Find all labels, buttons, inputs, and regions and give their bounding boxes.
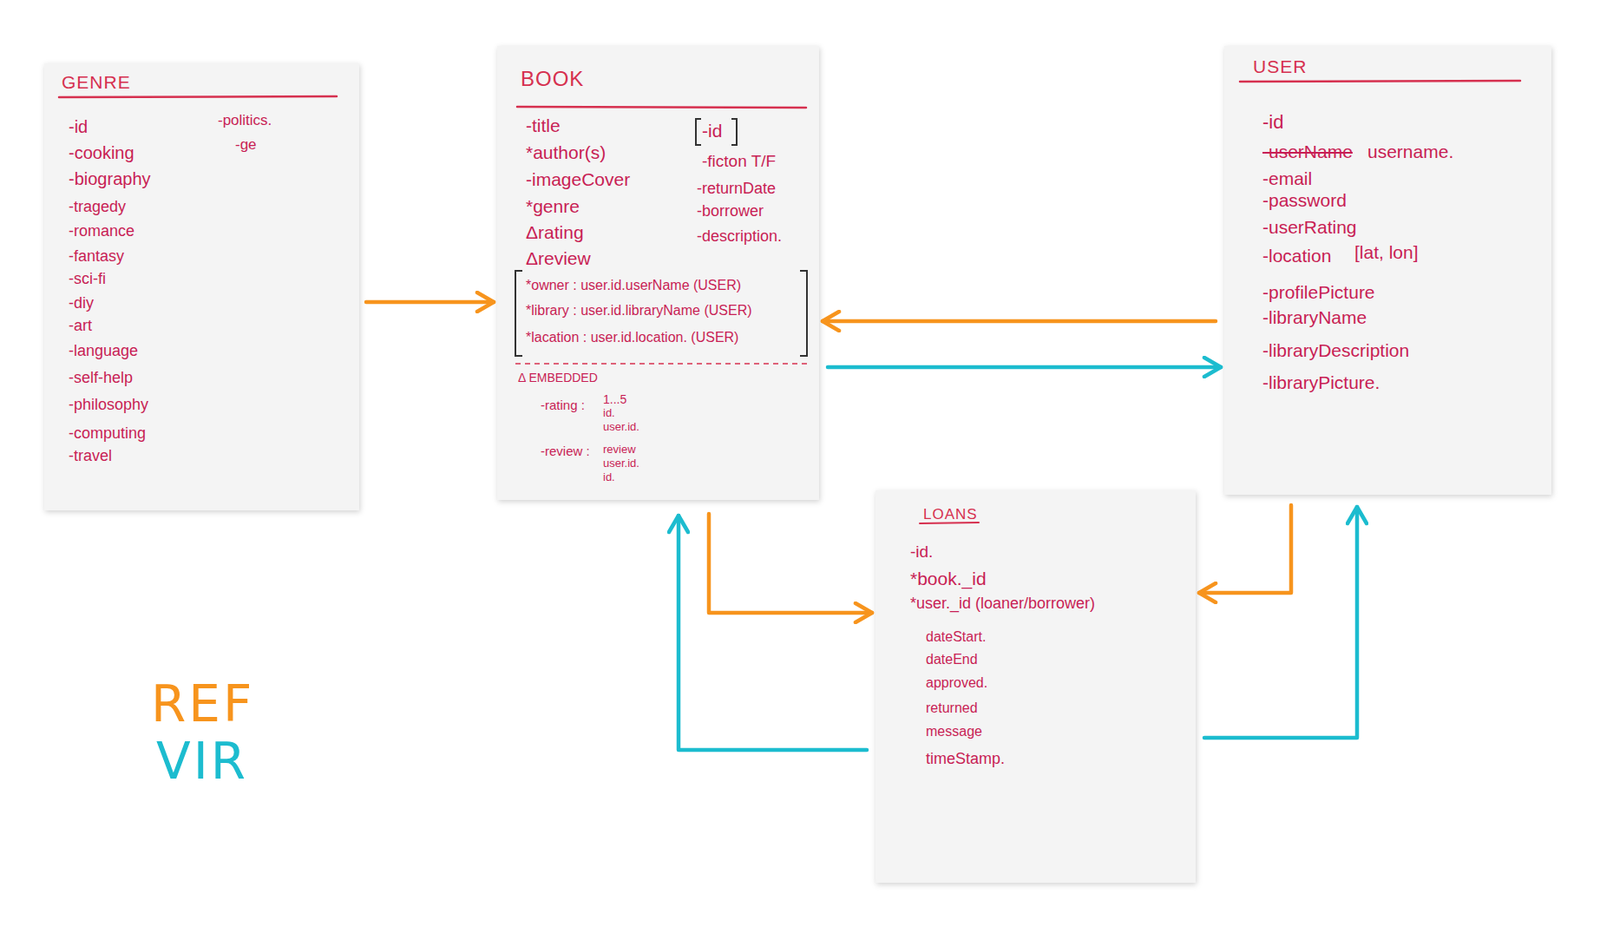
field-text: -travel: [68, 446, 112, 466]
field-text: -self-help: [68, 368, 133, 387]
connector-arrow: [822, 319, 1216, 324]
field-text: -borrower: [696, 202, 764, 221]
paper-sheet: [875, 490, 1196, 883]
field-text: -diy: [68, 294, 94, 313]
field-text: Δrating: [525, 222, 584, 243]
field-text: dateStart.: [925, 629, 986, 645]
sheet-title: USER: [1252, 56, 1307, 78]
group-bracket: [800, 270, 807, 356]
legend-entry: VIR: [156, 735, 249, 787]
field-text: review: [603, 443, 637, 457]
field-text: *user._id (loaner/borrower): [910, 594, 1096, 613]
field-text: approved.: [925, 675, 988, 691]
field-text: -userRating: [1262, 216, 1358, 238]
id-bracket: [695, 118, 702, 145]
connector-arrow: [678, 515, 867, 750]
field-text: id.: [603, 406, 616, 420]
field-text: -imageCover: [525, 169, 630, 191]
legend-text: REF: [150, 674, 255, 734]
field-text: -id: [701, 120, 722, 142]
field-text: -language: [68, 341, 138, 361]
paper-sheet: [1224, 45, 1552, 495]
connector-arrow: [708, 513, 873, 613]
field-text: -location: [1262, 245, 1332, 267]
field-text: [lat, lon]: [1354, 242, 1419, 263]
field-text: user.id.: [603, 457, 640, 471]
field-text: -password: [1262, 190, 1347, 211]
connector-arrow: [1199, 504, 1292, 593]
heading-underline: [1239, 80, 1521, 82]
field-text: -review :: [540, 443, 591, 459]
connector-arrow: [827, 365, 1221, 370]
field-text: -sci-fi: [68, 269, 106, 289]
field-text: -romance: [68, 222, 135, 241]
connector-arrow: [1204, 506, 1358, 738]
paper-sheet: [44, 63, 360, 511]
field-text: -politics.: [217, 111, 272, 130]
field-text: -libraryName: [1262, 307, 1367, 328]
field-text: -title: [525, 115, 561, 137]
field-text: -cooking: [68, 143, 135, 164]
field-text: -profilePicture: [1262, 281, 1376, 303]
field-text: *author(s): [525, 142, 606, 164]
field-text: username.: [1367, 141, 1454, 163]
field-text: -id.: [910, 542, 933, 562]
field-text: returned: [925, 700, 978, 716]
sheet-title: GENRE: [61, 72, 132, 93]
connector-arrow: [366, 300, 494, 305]
id-bracket: [731, 118, 737, 145]
field-text: -description.: [696, 227, 782, 246]
field-text: Δreview: [525, 248, 591, 269]
field-text: id.: [603, 471, 616, 485]
field-text: timeStamp.: [925, 749, 1005, 768]
field-text: -returnDate: [696, 179, 776, 198]
paper-sheet: [497, 45, 820, 500]
field-text: -libraryPicture.: [1262, 372, 1380, 394]
field-text: -userName: [1262, 141, 1353, 163]
field-text: -computing: [68, 424, 146, 443]
field-text: -id: [1262, 111, 1284, 133]
field-text: *library : user.id.libraryName (USER): [525, 302, 753, 319]
field-text: -philosophy: [68, 395, 149, 414]
heading-underline: [919, 522, 979, 524]
field-text: -email: [1262, 168, 1312, 190]
field-text: -biography: [68, 169, 151, 190]
field-text: *book._id: [910, 568, 987, 590]
sheet-title: LOANS: [923, 505, 978, 524]
field-text: message: [925, 723, 983, 740]
paper-sheet: USER -id -userName username. -email-password…: [1224, 45, 1552, 495]
field-text: dateEnd: [925, 651, 978, 668]
field-text: -rating :: [540, 397, 585, 413]
field-text: -art: [68, 316, 92, 335]
field-text: -tragedy: [68, 197, 126, 217]
field-text: -libraryDescription: [1262, 340, 1410, 361]
field-text: -ge: [235, 136, 257, 154]
group-bracket: [515, 270, 523, 356]
sheet-title: BOOK: [520, 66, 584, 92]
paper-sheet: BOOK -title *author(s) -imageCover *genreΔra…: [497, 45, 820, 500]
field-text: -ficton T/F: [701, 151, 776, 171]
field-text: -fantasy: [68, 247, 125, 266]
field-text: *genre: [525, 196, 580, 217]
legend-text: VIR: [156, 731, 249, 791]
heading-underline: [59, 96, 337, 98]
paper-sheet: GENRE -id -cooking -biography -tragedy -roman…: [44, 63, 360, 511]
field-text: user.id.: [603, 420, 640, 434]
legend-entry: REF: [150, 678, 255, 729]
field-text: Δ EMBEDDED: [518, 370, 598, 385]
paper-sheet: LOANS -id. *book._id *user._id (loaner/borr…: [875, 490, 1196, 883]
field-text: 1...5: [603, 392, 627, 407]
heading-underline: [517, 106, 807, 108]
field-text: *lacation : user.id.location. (USER): [525, 329, 739, 346]
dashed-separator: [515, 362, 807, 365]
field-text: *owner : user.id.userName (USER): [525, 277, 741, 294]
field-text: -id: [68, 117, 88, 138]
